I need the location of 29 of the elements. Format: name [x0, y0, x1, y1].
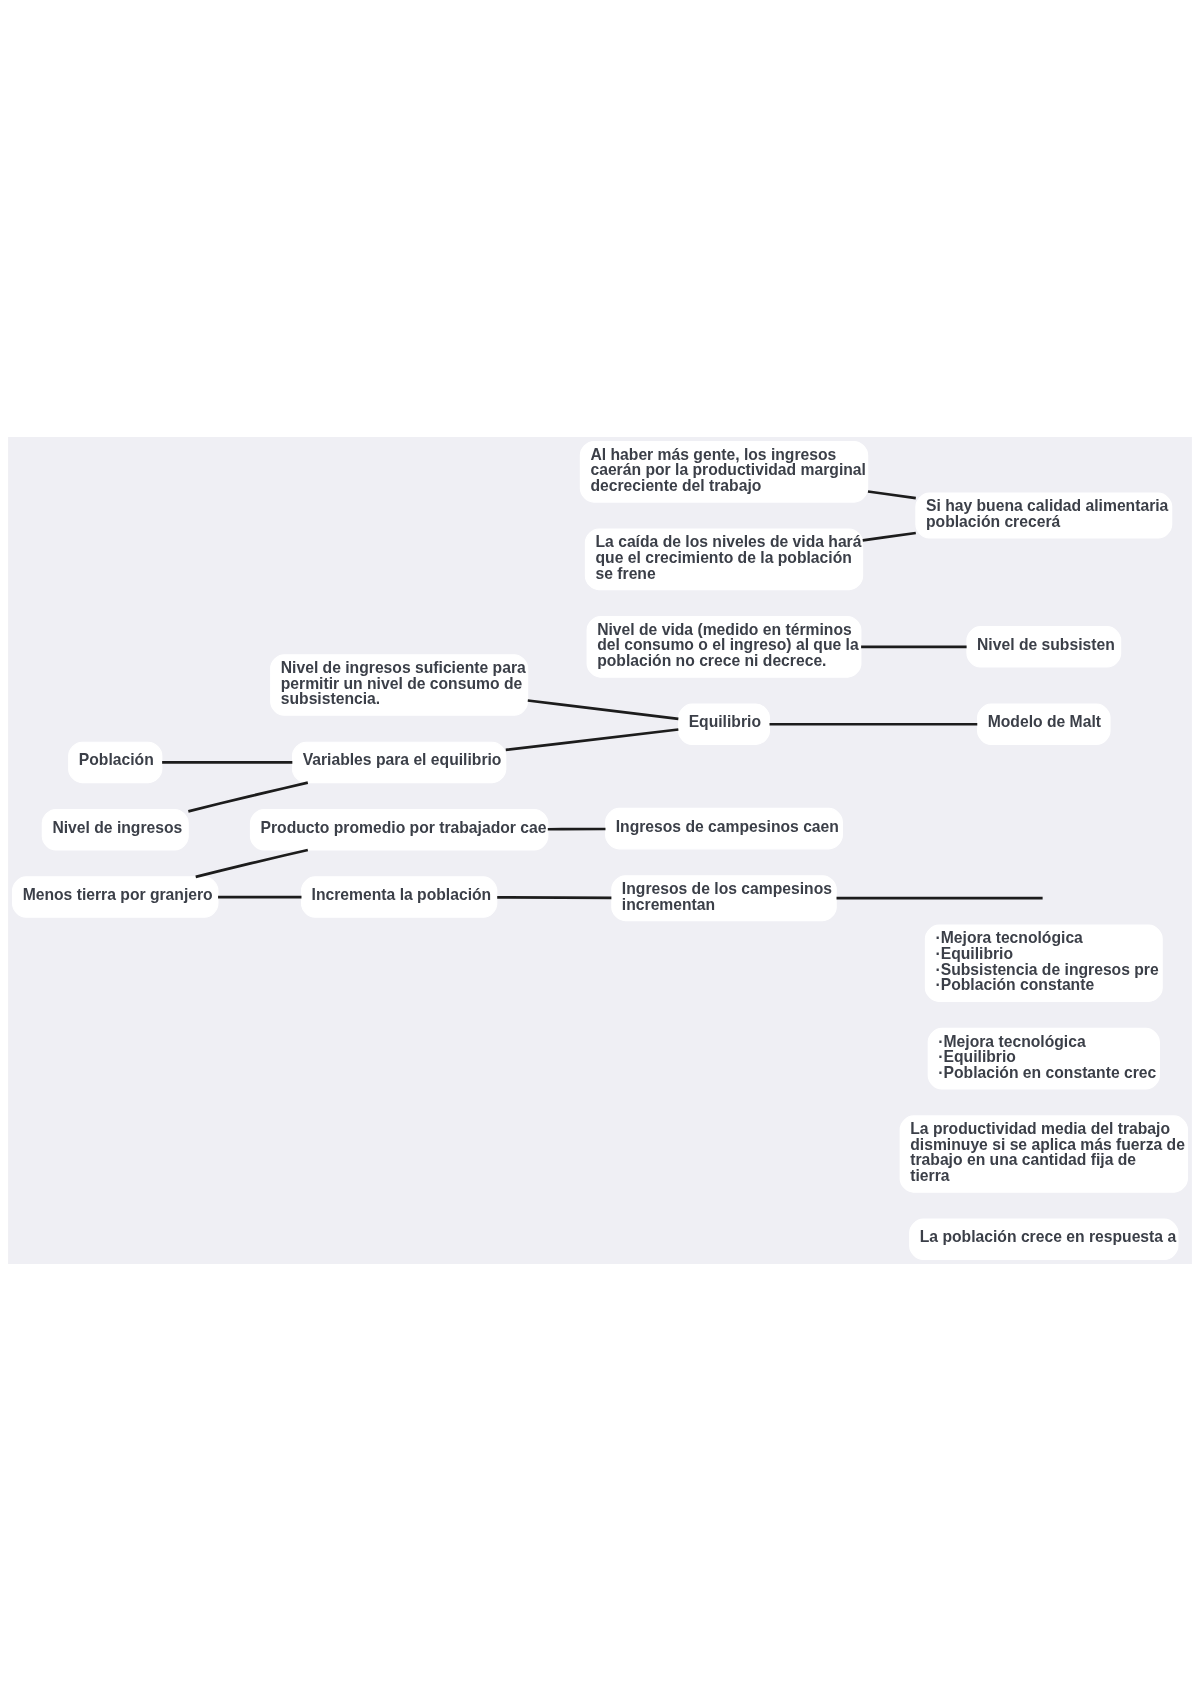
node-box: Producto promedio por trabajador cae: [249, 808, 549, 850]
node-box: Ingresos de los campesinos incrementan: [611, 874, 837, 921]
node-box: La caída de los niveles de vida hará que el crecimiento de la población se frene: [584, 527, 864, 590]
connector: [527, 698, 679, 720]
connector: [769, 722, 978, 726]
node-box: Si hay buena calidad alimentaria población crecerá: [915, 492, 1173, 539]
node-box: Modelo de Malt: [977, 703, 1111, 745]
connector: [836, 896, 1043, 900]
connector: [547, 827, 606, 831]
node-box: Ingresos de campesinos caen: [605, 807, 843, 849]
connector: [861, 645, 967, 648]
connector: [218, 895, 302, 898]
node-box: Nivel de vida (medido en términos del consumo o el ingreso) al que la población no crece ni decrece.: [586, 615, 862, 678]
connector: [497, 895, 612, 899]
node-box: Variables para el equilibrio: [292, 741, 507, 783]
connector: [188, 780, 309, 813]
connector: [867, 489, 916, 499]
node-box: Nivel de ingresos: [41, 808, 189, 850]
node-box: Equilibrio: [678, 703, 770, 745]
connector: [862, 531, 916, 542]
node-box: Menos tierra por granjero: [12, 875, 219, 918]
node-box: Al haber más gente, los ingresos caerán por la productividad marginal decreciente del trabajo: [579, 440, 869, 503]
node-box: Nivel de subsisten: [966, 625, 1122, 668]
connector: [162, 760, 293, 764]
node-box: Incrementa la población: [300, 875, 498, 918]
connector: [505, 727, 679, 751]
connector: [195, 848, 309, 878]
node-box: Nivel de ingresos suficiente para permitir un nivel de consumo de subsistencia.: [270, 653, 529, 716]
node-box: Población: [68, 741, 163, 783]
